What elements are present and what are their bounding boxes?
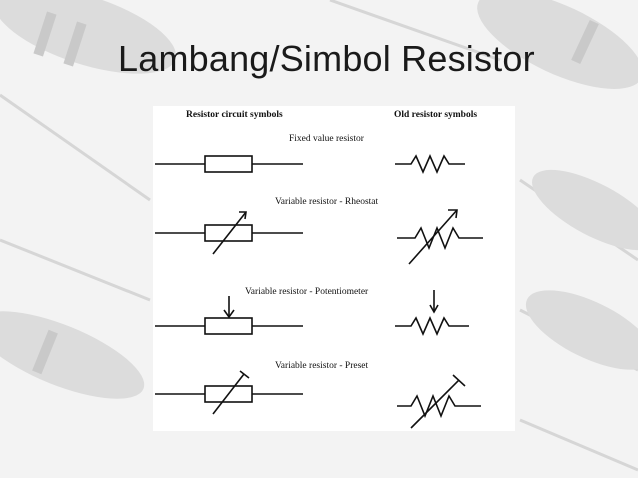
resistor-symbols-figure: Resistor circuit symbols Old resistor sy… [153, 106, 515, 431]
rheostat-label: Variable resistor - Rheostat [275, 197, 379, 207]
fixed-resistor-symbol [155, 155, 303, 173]
fixed-resistor-label: Fixed value resistor [289, 134, 364, 144]
old-rheostat-symbol [397, 209, 483, 265]
slide-title: Lambang/Simbol Resistor [118, 38, 535, 79]
preset-label: Variable resistor - Preset [275, 361, 369, 371]
old-preset-symbol [397, 374, 481, 429]
symbols-drawing [155, 154, 483, 429]
potentiometer-label: Variable resistor - Potentiometer [245, 287, 369, 297]
potentiometer-symbol [155, 296, 303, 335]
left-column-header: Resistor circuit symbols [186, 110, 283, 120]
old-potentiometer-symbol [395, 290, 469, 336]
right-column-header: Old resistor symbols [394, 110, 478, 120]
old-fixed-resistor-symbol [395, 154, 465, 174]
rheostat-symbol [155, 211, 303, 255]
preset-symbol [155, 370, 303, 415]
